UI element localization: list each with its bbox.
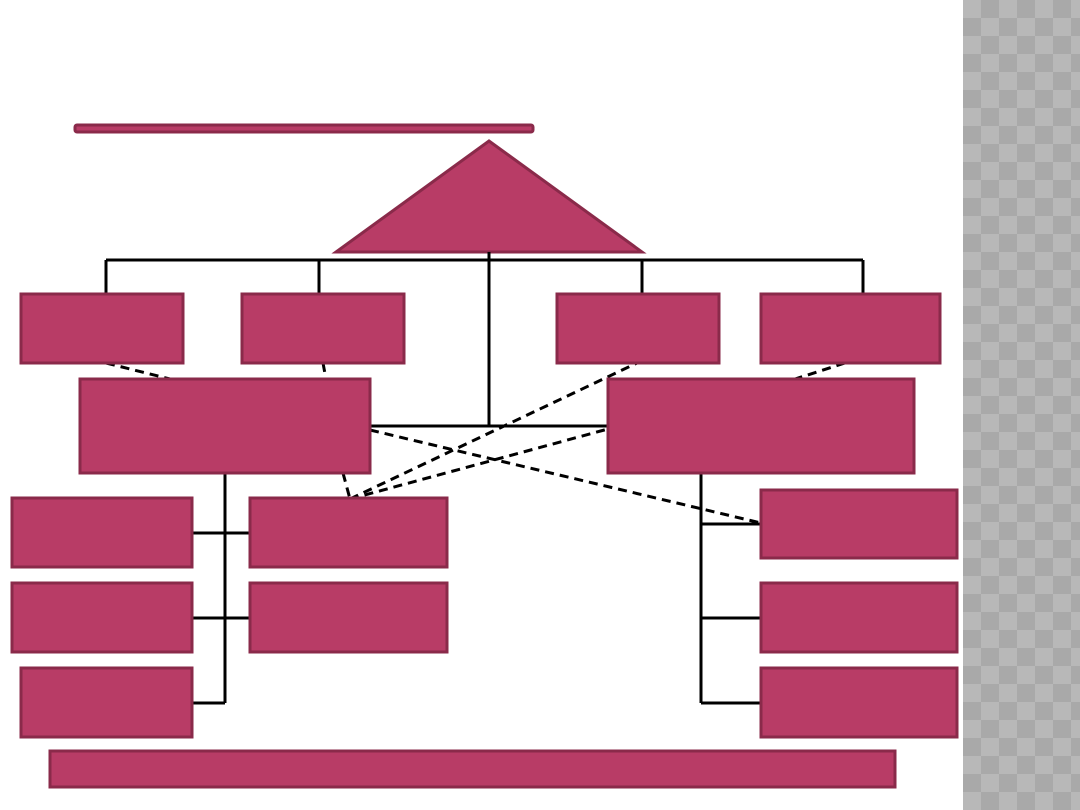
box-top-1: [19, 292, 185, 365]
box-left-a1: [10, 496, 194, 569]
title-bar: [73, 123, 535, 134]
box-left-b1: [248, 496, 449, 569]
box-bottom-bar: [48, 749, 897, 789]
box-top-3: [555, 292, 721, 365]
box-left-a2: [10, 581, 194, 654]
box-right-2: [759, 581, 959, 654]
patterned-sidebar: [963, 0, 1080, 810]
box-top-2: [240, 292, 406, 365]
box-left-b2: [248, 581, 449, 654]
box-right-3: [759, 666, 959, 739]
dashed-connectors: [105, 361, 846, 525]
box-mid-left: [78, 377, 372, 475]
box-mid-right: [606, 377, 916, 475]
box-left-a3: [19, 666, 194, 739]
solid-connectors: [104, 252, 865, 705]
apex-triangle: [331, 139, 647, 254]
box-right-1: [759, 488, 959, 560]
box-top-4: [759, 292, 942, 365]
